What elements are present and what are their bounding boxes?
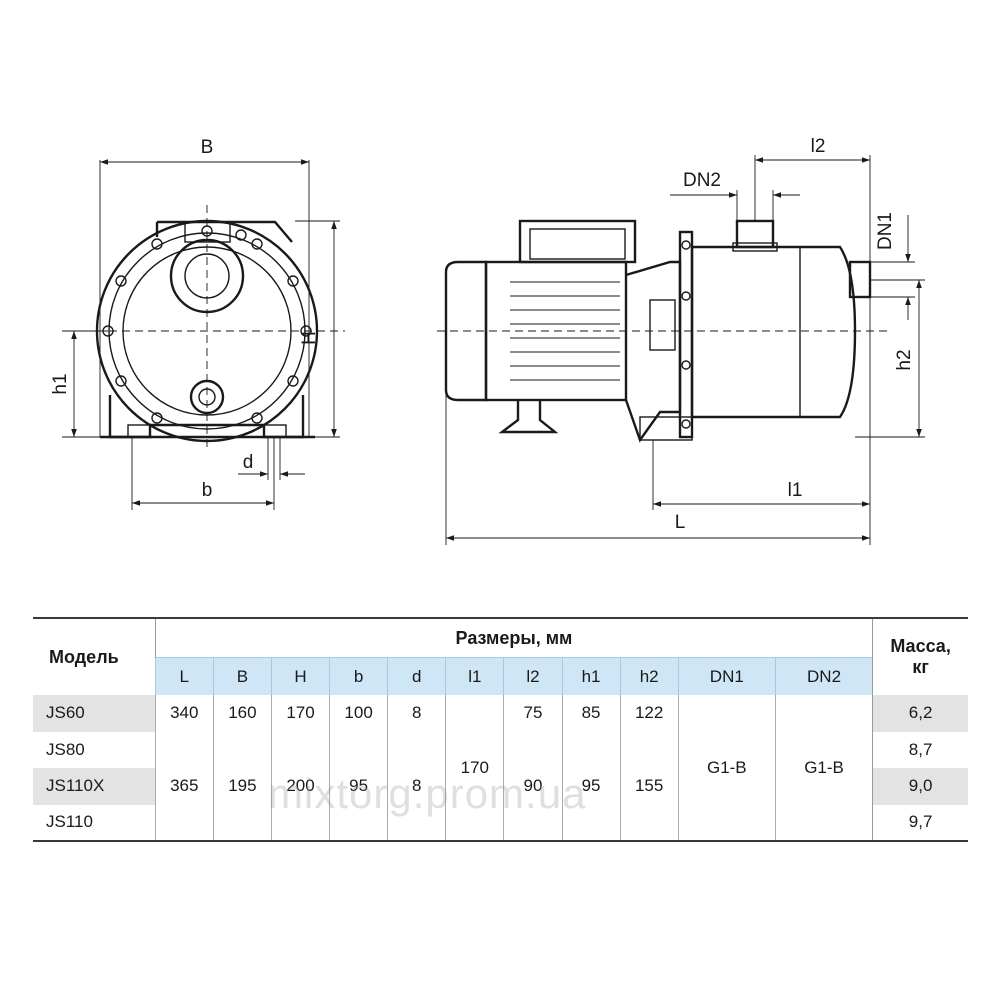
dim-label-DN2: DN2 bbox=[683, 170, 721, 191]
model-header: Модель bbox=[49, 646, 119, 667]
cell-DN1-merged: G1-B bbox=[677, 695, 776, 841]
dim-label-l1: l1 bbox=[788, 480, 803, 501]
col-header-B: B bbox=[212, 657, 272, 695]
dim-label-h2: h2 bbox=[894, 349, 915, 370]
dim-label-H: H bbox=[299, 331, 320, 345]
cell-DN2-merged: G1-B bbox=[774, 695, 873, 841]
col-header-H: H bbox=[270, 657, 330, 695]
cell-H: 170 bbox=[270, 695, 330, 732]
col-header-l2: l2 bbox=[503, 657, 562, 695]
cell-l2: 90 bbox=[503, 731, 562, 841]
table-row: JS60 340 160 170 100 8 170 75 85 122 G1-… bbox=[33, 695, 968, 841]
col-header-d: d bbox=[387, 657, 446, 695]
model-cell: JS60 bbox=[33, 695, 156, 732]
mass-cell: 8,7 bbox=[872, 731, 968, 768]
mass-cell: 9,0 bbox=[872, 768, 968, 805]
cell-d: 8 bbox=[387, 695, 446, 732]
cell-l2: 75 bbox=[503, 695, 562, 732]
mass-header-line1: Масса, bbox=[890, 636, 951, 656]
mass-header-line2: кг bbox=[912, 657, 929, 677]
cell-B: 160 bbox=[212, 695, 272, 732]
col-header-L: L bbox=[154, 657, 214, 695]
col-header-h1: h1 bbox=[561, 657, 621, 695]
model-cell: JS110X bbox=[33, 768, 156, 805]
mass-cell: 6,2 bbox=[872, 695, 968, 732]
mass-header: Масса, кг bbox=[872, 618, 968, 695]
dim-label-d: d bbox=[243, 452, 254, 473]
cell-l1-merged: 170 bbox=[445, 695, 504, 841]
col-header-h2: h2 bbox=[619, 657, 679, 695]
table-row: JS110X 9,0 bbox=[33, 768, 968, 805]
dim-label-h1: h1 bbox=[50, 373, 71, 394]
cell-h1: 85 bbox=[561, 695, 621, 732]
dimensions-group-header: Размеры, мм bbox=[154, 618, 873, 658]
dim-label-L: L bbox=[675, 512, 686, 533]
cell-B: 195 bbox=[212, 731, 272, 841]
cell-b: 100 bbox=[329, 695, 388, 732]
dim-label-B: B bbox=[201, 137, 214, 158]
cell-h2: 122 bbox=[619, 695, 679, 732]
cell-h2: 155 bbox=[619, 731, 679, 841]
col-header-DN1: DN1 bbox=[677, 657, 776, 695]
col-header-DN2: DN2 bbox=[774, 657, 873, 695]
model-cell: JS110 bbox=[46, 812, 93, 832]
pump-dimension-drawing: B H h1 b d bbox=[50, 136, 925, 545]
side-view: l2 DN2 DN1 h2 l1 L bbox=[437, 136, 925, 545]
front-view: B H h1 b d bbox=[50, 137, 345, 510]
mass-cell: 9,7 bbox=[872, 804, 968, 841]
dim-label-l2: l2 bbox=[811, 136, 826, 157]
dim-label-DN1: DN1 bbox=[875, 212, 896, 250]
cell-d: 8 bbox=[387, 731, 446, 841]
cell-h1: 95 bbox=[561, 731, 621, 841]
cell-b: 95 bbox=[329, 731, 388, 841]
cell-H: 200 bbox=[270, 731, 330, 841]
dimensions-table: Модель Размеры, мм Масса, кг L B H b d l… bbox=[33, 617, 968, 842]
dim-label-b: b bbox=[202, 480, 213, 501]
col-header-l1: l1 bbox=[445, 657, 504, 695]
model-cell: JS80 bbox=[46, 739, 85, 759]
cell-L: 365 bbox=[154, 731, 214, 841]
dimensions-table-wrapper: Модель Размеры, мм Масса, кг L B H b d l… bbox=[33, 617, 968, 842]
table-row: JS80 365 195 200 95 8 90 95 155 8,7 bbox=[33, 731, 968, 841]
cell-L: 340 bbox=[154, 695, 214, 732]
col-header-b: b bbox=[329, 657, 388, 695]
